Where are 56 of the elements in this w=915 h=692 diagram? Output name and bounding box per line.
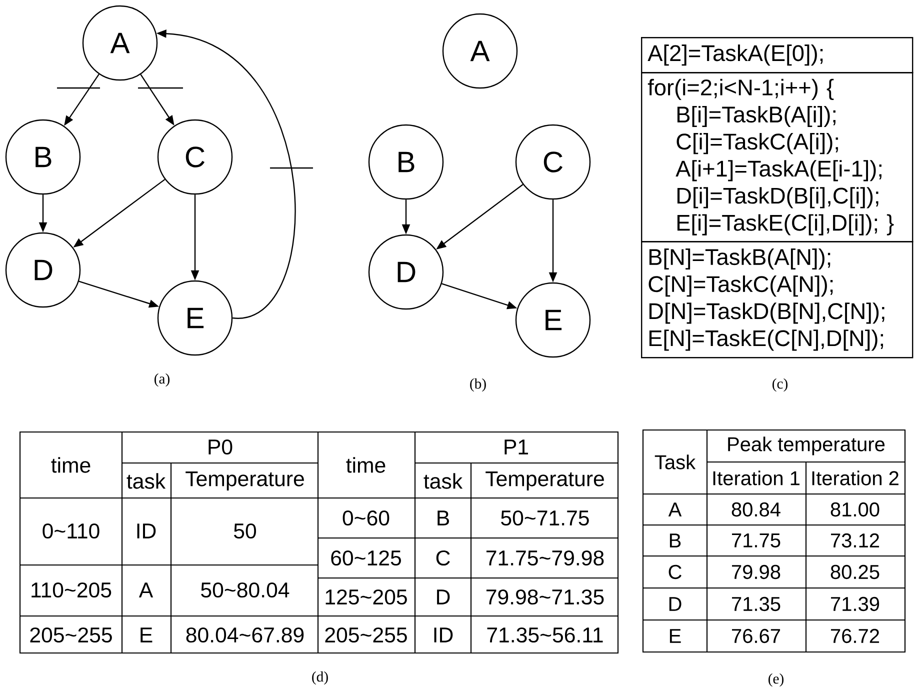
panel-caption: (b) [470, 378, 486, 392]
table-header: task [424, 473, 463, 489]
table-value: D [669, 597, 682, 611]
table-value: 79.98 [732, 564, 780, 580]
panel-caption: (d) [312, 671, 328, 685]
table-header: P1 [504, 440, 528, 454]
table-value: B [438, 510, 449, 526]
table-value: E [140, 628, 152, 642]
table-value: 73.12 [831, 533, 880, 548]
table-value: 0~110 [42, 523, 100, 539]
table-value: 0~60 [342, 510, 390, 526]
panel-caption: (e) [768, 673, 784, 687]
table-value: 80.04~67.89 [186, 627, 304, 643]
table-value: 71.39 [831, 596, 880, 612]
table-value: 80.84 [732, 502, 780, 517]
table-value: 50~80.04 [201, 582, 290, 598]
table-header: time [346, 457, 386, 473]
table-value: ID [137, 524, 156, 538]
table-header: time [51, 457, 90, 473]
table-value: 71.35~56.11 [487, 627, 603, 643]
panel-caption: (a) [154, 373, 170, 387]
table-value: 205~255 [30, 627, 112, 643]
table-value: A [668, 502, 682, 516]
table-header: Temperature [486, 471, 604, 491]
table-value: 125~205 [326, 589, 407, 605]
table-value: E [670, 629, 681, 643]
table-value: C [668, 564, 682, 580]
table-value: A [138, 582, 154, 598]
table-value: 76.72 [831, 628, 880, 644]
table-header: P0 [208, 439, 232, 455]
table-value: 110~205 [32, 582, 112, 598]
table-value: 205~255 [325, 627, 407, 643]
code-box: B[N]=TaskB(A[N]); C[N]=TaskC(A[N]); D[N]=TaskD(B[N],C[N]); E[N]=TaskE(C[N],D[N]); [641, 241, 914, 358]
table-value: 76.67 [732, 628, 780, 644]
table-value: 71.75 [732, 534, 780, 548]
code-box: A[2]=TaskA(E[0]); [641, 37, 914, 74]
table-value: 81.00 [830, 502, 880, 517]
table-header: Temperature [186, 471, 304, 491]
table-value: 60~125 [331, 550, 401, 566]
table-value: 50~71.75 [501, 510, 589, 526]
table-value: 79.98~71.35 [486, 589, 604, 605]
table-value: ID [434, 628, 453, 642]
table-header: Iteration 1 [713, 470, 800, 486]
table-header: Task [654, 454, 696, 470]
table-value: D [437, 590, 450, 604]
table-value: B [670, 534, 681, 548]
table-value: 50 [234, 523, 256, 539]
table-value: C [436, 550, 450, 566]
table-header: task [126, 473, 166, 489]
table-header: Iteration 2 [812, 470, 898, 486]
panel-caption: (c) [772, 378, 788, 392]
table-value: 71.75~79.98 [486, 550, 604, 566]
table-value: 80.25 [830, 564, 880, 580]
code-box: for(i=2;i<N-1;i++) { B[i]=TaskB(A[i]); C[i]=TaskC(A[i]); A[i+1]=TaskA(E[i-1]); D[i]=TaskD(B[i],C[i]); E[i]=TaskE(C[i],D[i]); } [641, 72, 914, 242]
table-value: 71.35 [732, 596, 780, 612]
table-header: Peak temperature [728, 436, 885, 456]
